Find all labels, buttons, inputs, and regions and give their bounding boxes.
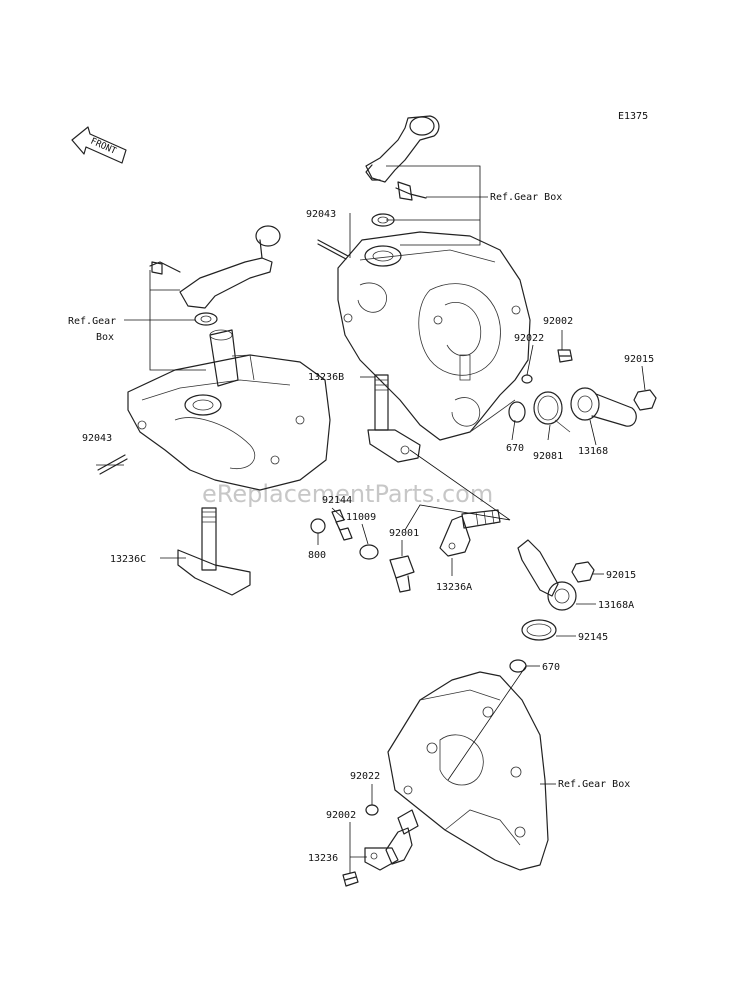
gasket-11009-drawing <box>359 544 379 560</box>
label-ref-gear-box-bottom: Ref.Gear Box <box>558 779 630 790</box>
diagram-code: E1375 <box>618 111 648 122</box>
label-92043-top: 92043 <box>306 209 336 220</box>
spring-92081-drawing <box>533 391 571 433</box>
left-gear-case-drawing <box>127 329 331 491</box>
spring-92144-drawing <box>331 509 353 541</box>
shaft-13236A-drawing <box>439 509 501 557</box>
label-92002-top: 92002 <box>543 316 573 327</box>
nut-92015-mid-drawing <box>571 561 595 583</box>
label-13236: 13236 <box>308 853 338 864</box>
label-13236A: 13236A <box>436 582 472 593</box>
plug-92001-drawing <box>389 555 415 593</box>
shaft-13236B-drawing <box>367 374 421 463</box>
label-92144: 92144 <box>322 495 352 506</box>
arm-13168-drawing <box>570 387 637 427</box>
pin-92043-left-drawing <box>97 454 128 475</box>
label-670-mid: 670 <box>542 662 560 673</box>
upper-shift-arm-drawing <box>365 115 440 227</box>
label-ref-gear-box-left-line1: Ref.Gear <box>68 316 116 327</box>
label-800: 800 <box>308 550 326 561</box>
left-shift-arm-drawing <box>149 225 281 326</box>
bolt-92002-bottom-drawing <box>342 871 359 887</box>
watermark: eReplacementParts.com <box>202 480 493 508</box>
washer-92022-bottom-drawing <box>365 804 379 816</box>
spring-92145-drawing <box>521 619 557 641</box>
bottom-gear-box-drawing <box>387 671 549 871</box>
label-ref-gear-box-left-line2: Box <box>96 332 114 343</box>
label-92001: 92001 <box>389 528 419 539</box>
label-ref-gear-box-top: Ref.Gear Box <box>490 192 562 203</box>
ring-670-top-drawing <box>508 401 526 423</box>
label-13168A: 13168A <box>598 600 634 611</box>
pin-92043-top-drawing <box>317 239 349 260</box>
shaft-13236-drawing <box>364 809 419 871</box>
nut-92015-top-drawing <box>633 389 657 411</box>
label-92081: 92081 <box>533 451 563 462</box>
label-13236C: 13236C <box>110 554 146 565</box>
label-92015-top: 92015 <box>624 354 654 365</box>
upper-gear-case-drawing <box>337 231 531 441</box>
label-92015-mid: 92015 <box>606 570 636 581</box>
label-92043-left: 92043 <box>82 433 112 444</box>
label-13168: 13168 <box>578 446 608 457</box>
label-92022-top: 92022 <box>514 333 544 344</box>
label-13236B: 13236B <box>308 372 344 383</box>
front-arrow-icon: FRONT <box>71 126 127 164</box>
bolt-92002-top-drawing <box>557 349 573 363</box>
shaft-13236C-drawing <box>177 507 251 596</box>
washer-92022-top-drawing <box>521 374 533 384</box>
label-92002-bottom: 92002 <box>326 810 356 821</box>
leader-lines <box>96 165 646 873</box>
arm-13168A-drawing <box>517 539 577 611</box>
label-92022-bottom: 92022 <box>350 771 380 782</box>
label-11009: 11009 <box>346 512 376 523</box>
label-670-top: 670 <box>506 443 524 454</box>
label-92145: 92145 <box>578 632 608 643</box>
ball-800-drawing <box>310 518 326 534</box>
